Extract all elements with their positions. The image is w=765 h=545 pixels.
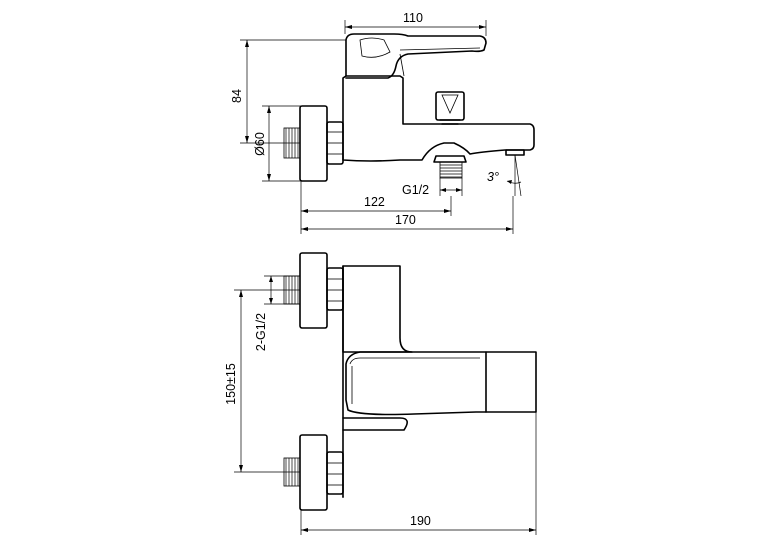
- dimension-190: 190: [300, 412, 537, 535]
- dimension-122: 122: [300, 181, 452, 216]
- dim-170-label: 170: [395, 213, 416, 227]
- dimension-centers: 150±15: [224, 289, 300, 473]
- handle-lever: [345, 33, 487, 79]
- dim-diameter-label: Ø60: [253, 132, 267, 156]
- lower-hex-connector: [326, 451, 344, 495]
- side-elevation-view: 110 84 Ø60 G1/2: [230, 11, 535, 234]
- dim-110-label: 110: [403, 11, 423, 25]
- outlet-thread-label: G1/2: [402, 183, 429, 197]
- centers-label: 150±15: [224, 363, 238, 405]
- dim-190-label: 190: [410, 514, 431, 528]
- dimension-110: 110: [344, 11, 487, 36]
- faucet-body-spout: [342, 75, 535, 162]
- lower-flange: [299, 434, 328, 511]
- outlet-thread-callout: G1/2: [402, 178, 463, 197]
- upper-hex-connector: [326, 267, 344, 311]
- inlet-thread-side: [283, 127, 301, 159]
- plan-body: [342, 265, 413, 431]
- upper-flange: [299, 252, 328, 329]
- outlet-thread: [433, 155, 467, 179]
- angle-label: 3°: [487, 170, 499, 184]
- dimension-diameter-60: Ø60: [253, 105, 302, 182]
- dimension-angle: 3°: [487, 154, 522, 197]
- wall-flange: [299, 105, 328, 182]
- plan-spout: [345, 351, 537, 416]
- inlet-threads-label: 2-G1/2: [254, 313, 268, 351]
- dimension-170: 170: [300, 196, 514, 234]
- dimension-84: 84: [230, 39, 346, 144]
- diverter-knob: [435, 91, 465, 125]
- hex-connector-side: [326, 121, 344, 165]
- plan-view: 2-G1/2 150±15 190: [224, 252, 537, 535]
- dimension-inlet-threads: 2-G1/2: [254, 275, 300, 351]
- aerator: [505, 149, 525, 156]
- dim-122-label: 122: [364, 195, 385, 209]
- dim-84-label: 84: [230, 89, 244, 103]
